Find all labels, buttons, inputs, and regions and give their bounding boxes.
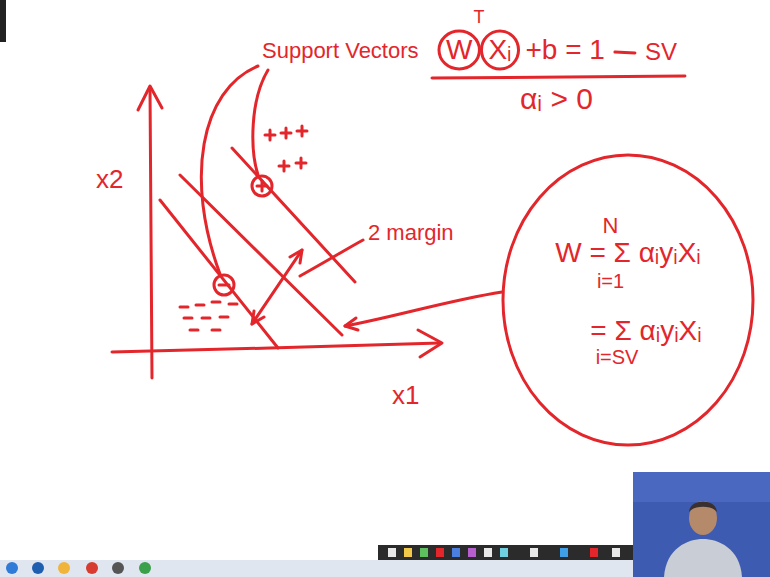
condition-label: αᵢ > 0 (520, 84, 593, 114)
taskbar (0, 560, 633, 577)
negative-point (219, 284, 229, 287)
webcam-backdrop (633, 472, 770, 502)
positive-point (257, 181, 267, 191)
y-axis (150, 88, 152, 378)
toolbar-icon (468, 548, 476, 557)
equation-term: W (446, 36, 472, 64)
positive-points (265, 126, 307, 140)
taskbar-icon (32, 562, 44, 574)
weight-equation: W = Σ αᵢyᵢXᵢ (555, 239, 701, 267)
toolbar-icon (560, 548, 568, 557)
equation-term: Xᵢ (488, 36, 511, 64)
equation-term: +b = 1 (526, 36, 605, 64)
node-outline (500, 152, 756, 448)
support-vector-circle (214, 275, 234, 295)
toolbar-icon (612, 548, 620, 557)
taskbar-icon (112, 562, 124, 574)
dash-mark (615, 52, 635, 53)
axis-label: x1 (392, 382, 419, 408)
taskbar-icon (86, 562, 98, 574)
leader-line (201, 66, 258, 274)
highlight-ring (439, 31, 479, 69)
annotation-label: 2 margin (368, 222, 454, 244)
presenter-hair (689, 502, 717, 513)
toolbar-icon (484, 548, 492, 557)
axis-label: x2 (96, 166, 123, 192)
toolbar-icon (590, 548, 598, 557)
x-axis-arrowhead (418, 330, 442, 357)
sum-lower-limit: i=SV (596, 347, 639, 367)
margin-arrow (252, 250, 302, 324)
annotation-label: SV (645, 40, 677, 64)
positive-points (279, 158, 306, 171)
window-edge-mark (0, 0, 6, 42)
margin-arrowhead (290, 250, 302, 263)
toolbar-icon (500, 548, 508, 557)
sum-upper-limit: N (603, 215, 619, 237)
annotation-label: Support Vectors (262, 40, 419, 62)
underline (432, 76, 685, 78)
weight-equation: = Σ αᵢyᵢXᵢ (590, 317, 701, 345)
highlight-ring (481, 31, 518, 69)
support-vector-circle (252, 176, 272, 196)
taskbar-icon (58, 562, 70, 574)
ellipse-outline (503, 155, 753, 445)
pointer-arrowhead (345, 318, 358, 330)
taskbar-icon (139, 562, 151, 574)
pointer-curve (345, 292, 502, 326)
presenter-shirt (664, 539, 742, 577)
webcam-frame (633, 472, 770, 577)
transpose-mark: T (473, 8, 484, 26)
leader-line (300, 240, 363, 276)
leader-line (253, 70, 268, 175)
pen-toolbar-icons (388, 548, 620, 557)
toolbar-icon (436, 548, 444, 557)
y-axis-arrowhead (138, 86, 162, 110)
toolbar-icon (452, 548, 460, 557)
toolbar-icon (530, 548, 538, 557)
pen-toolbar (378, 545, 633, 560)
equation-ellipse: NW = Σ αᵢyᵢXᵢ i=1 = Σ αᵢyᵢXᵢi=SV (500, 152, 756, 448)
negative-points (180, 302, 237, 330)
margin-arrowhead (252, 311, 264, 324)
toolbar-icon (420, 548, 428, 557)
taskbar-icon (6, 562, 18, 574)
sum-lower-limit: i=1 (597, 271, 624, 291)
taskbar-icons (6, 562, 151, 574)
presenter-head (689, 501, 717, 535)
toolbar-icon (404, 548, 412, 557)
toolbar-icon (388, 548, 396, 557)
